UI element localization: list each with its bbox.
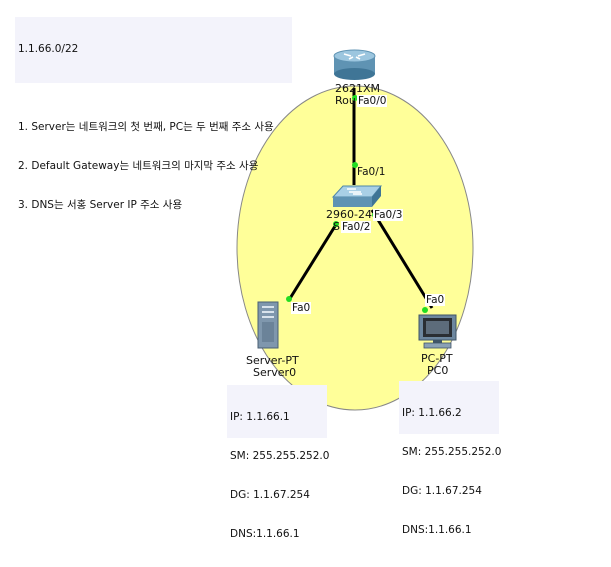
- note-rule-2: 2. Default Gateway는 네트워크의 마지막 주소 사용: [18, 160, 289, 173]
- pc-dns: DNS:1.1.66.1: [402, 524, 496, 537]
- server-icon[interactable]: [258, 302, 278, 348]
- server-config-note: IP: 1.1.66.1 SM: 255.255.252.0 DG: 1.1.6…: [227, 385, 327, 438]
- note-rule-3: 3. DNS는 서홍 Server IP 주소 사용: [18, 199, 289, 212]
- pc-subnet-mask: SM: 255.255.252.0: [402, 446, 496, 459]
- server-dns: DNS:1.1.66.1: [230, 528, 324, 541]
- pc-default-gateway: DG: 1.1.67.254: [402, 485, 496, 498]
- router-port-fa00: Fa0/0: [357, 95, 387, 107]
- switch-model-label-2: S: [333, 221, 340, 233]
- router-name-label: Rou: [335, 95, 356, 107]
- server-ip: IP: 1.1.66.1: [230, 411, 324, 424]
- pc-port-fa0: Fa0: [425, 294, 445, 306]
- pc-icon[interactable]: [419, 315, 456, 348]
- network-address-title: 1.1.66.0/22: [18, 43, 289, 56]
- switch-port-fa03: Fa0/3: [373, 209, 403, 221]
- network-notes-box: 1.1.66.0/22 1. Server는 네트워크의 첫 번째, PC는 두…: [15, 17, 292, 83]
- pc-config-note: IP: 1.1.66.2 SM: 255.255.252.0 DG: 1.1.6…: [399, 381, 499, 434]
- server-subnet-mask: SM: 255.255.252.0: [230, 450, 324, 463]
- server-name-label: Server0: [253, 367, 296, 379]
- note-rule-1: 1. Server는 네트워크의 첫 번째, PC는 두 번째 주소 사용: [18, 121, 289, 134]
- switch-port-fa02: Fa0/2: [341, 221, 371, 233]
- router-icon[interactable]: [334, 50, 375, 80]
- pc-name-label: PC0: [427, 365, 448, 377]
- switch-port-fa01: Fa0/1: [357, 166, 385, 178]
- link-light-pc: [422, 307, 428, 313]
- switch-icon[interactable]: [333, 186, 381, 207]
- pc-ip: IP: 1.1.66.2: [402, 407, 496, 420]
- server-port-fa0: Fa0: [291, 302, 311, 314]
- topology-canvas: 1.1.66.0/22 1. Server는 네트워크의 첫 번째, PC는 두…: [0, 0, 611, 454]
- server-default-gateway: DG: 1.1.67.254: [230, 489, 324, 502]
